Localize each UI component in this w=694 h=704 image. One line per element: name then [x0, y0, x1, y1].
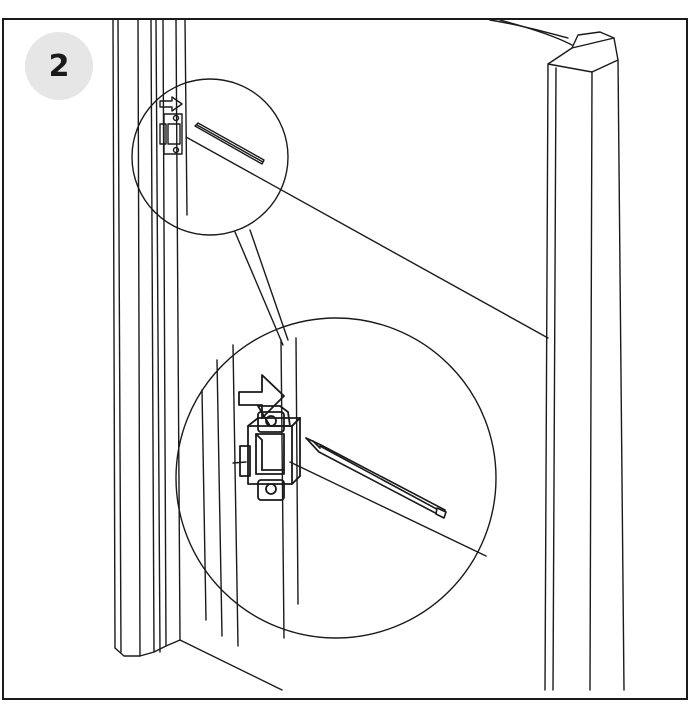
detail-circle-small — [131, 78, 289, 236]
connector-line-right — [249, 229, 289, 341]
right-door-edge — [489, 19, 625, 691]
left-frame-stile — [112, 19, 283, 691]
instruction-panel — [2, 18, 688, 700]
striker-plate-icon-small — [159, 96, 183, 155]
connector-line-left — [234, 231, 284, 346]
arrow-icon-small — [159, 96, 183, 112]
pencil-icon — [305, 437, 447, 519]
step-number: 2 — [48, 48, 70, 84]
step-number-badge: 2 — [25, 32, 93, 100]
arrow-icon — [238, 374, 285, 419]
magnifier-circle — [175, 317, 497, 647]
pencil-icon-small — [194, 122, 265, 165]
striker-plate-icon — [239, 405, 301, 501]
pencil-mark-line — [185, 136, 549, 339]
